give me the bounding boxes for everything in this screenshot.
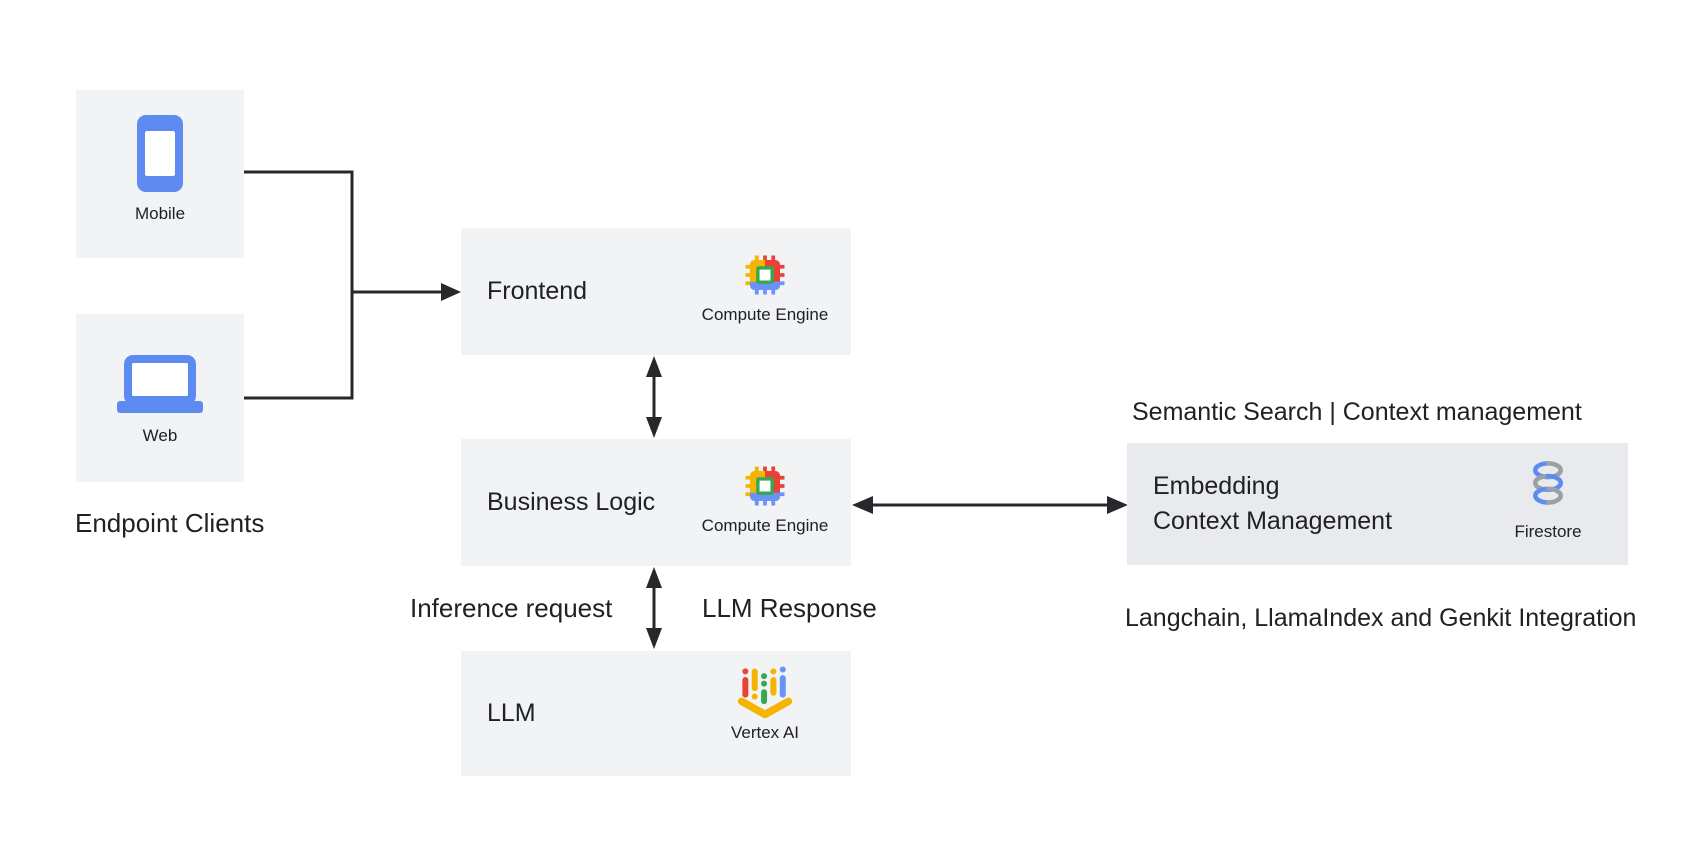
llm-response-label: LLM Response bbox=[702, 593, 877, 623]
business-logic-service: Compute Engine bbox=[695, 465, 835, 536]
smartphone-icon bbox=[137, 115, 183, 192]
frontend-title: Frontend bbox=[487, 277, 588, 305]
frontend-service-caption: Compute Engine bbox=[701, 305, 829, 324]
integration-label: Langchain, LlamaIndex and Genkit Integra… bbox=[1125, 604, 1637, 632]
compute-engine-icon bbox=[745, 255, 785, 295]
node-embedding-context-management: Embedding Context Management Firestore bbox=[1127, 443, 1628, 565]
node-business-logic: Business Logic bbox=[461, 439, 851, 566]
node-llm: LLM Vertex AI bbox=[461, 651, 851, 776]
embedding-title-line1: Embedding bbox=[1153, 472, 1280, 500]
node-web-client: Web bbox=[76, 314, 244, 482]
business-llm-double-arrow bbox=[646, 567, 662, 649]
embedding-service-caption: Firestore bbox=[1514, 522, 1582, 541]
semantic-search-label: Semantic Search | Context management bbox=[1132, 398, 1582, 426]
endpoint-clients-label: Endpoint Clients bbox=[75, 508, 265, 538]
business-embedding-double-arrow bbox=[852, 496, 1128, 514]
llm-title: LLM bbox=[487, 699, 536, 727]
inference-request-label: Inference request bbox=[410, 593, 613, 623]
frontend-business-double-arrow bbox=[646, 356, 662, 438]
embedding-title: Embedding Context Management bbox=[1153, 443, 1392, 565]
llm-service: Vertex AI bbox=[695, 663, 835, 743]
frontend-service: Compute Engine bbox=[695, 254, 835, 325]
vertex-ai-icon bbox=[737, 666, 793, 719]
embedding-service: Firestore bbox=[1498, 460, 1598, 542]
mobile-caption: Mobile bbox=[134, 204, 186, 223]
firestore-database-icon bbox=[1533, 461, 1563, 505]
business-logic-title: Business Logic bbox=[487, 488, 656, 516]
clients-to-frontend-connector bbox=[244, 170, 461, 400]
compute-engine-icon bbox=[745, 466, 785, 506]
business-logic-service-caption: Compute Engine bbox=[701, 516, 829, 535]
node-mobile-client: Mobile bbox=[76, 90, 244, 258]
web-caption: Web bbox=[142, 426, 178, 445]
llm-service-caption: Vertex AI bbox=[730, 723, 800, 742]
laptop-icon bbox=[117, 355, 203, 413]
node-frontend: Frontend bbox=[461, 228, 851, 355]
embedding-title-line2: Context Management bbox=[1153, 507, 1393, 535]
